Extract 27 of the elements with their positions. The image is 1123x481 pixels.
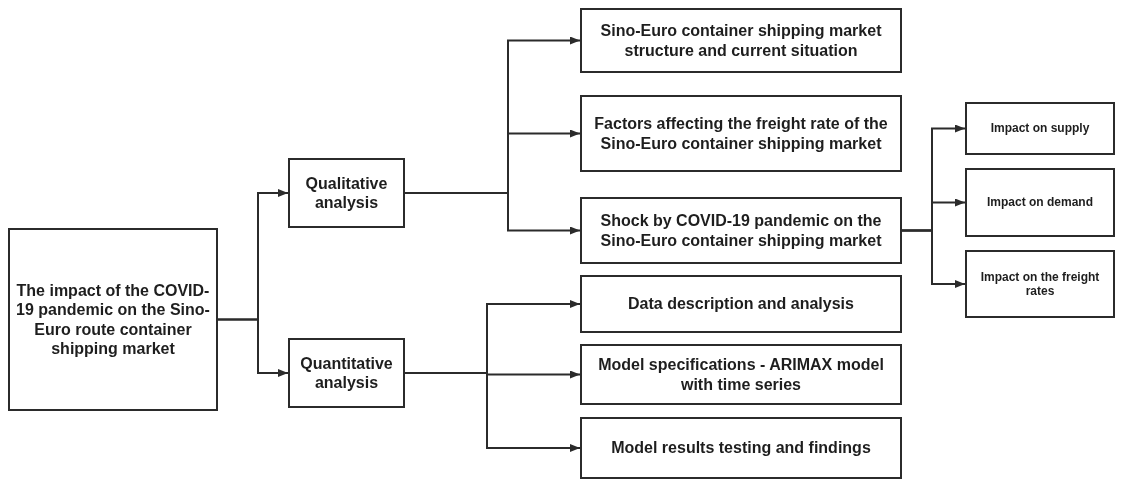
box-label: Qualitative analysis — [304, 173, 389, 213]
process-box — [580, 197, 902, 264]
process-box — [8, 228, 218, 411]
process-box — [288, 338, 405, 408]
box-label: Model specifications - ARIMAX model with time series — [597, 355, 885, 394]
process-box — [288, 158, 405, 228]
process-box — [965, 102, 1115, 155]
box-label: Impact on the freight rates — [979, 269, 1101, 299]
process-box — [580, 344, 902, 405]
process-box — [580, 417, 902, 479]
connector-arrow — [404, 192, 581, 235]
process-box — [580, 275, 902, 333]
process-box — [580, 8, 902, 73]
box-label: The impact of the COVID-19 pandemic on the Sino-Euro route container shipping market — [16, 281, 210, 358]
box-label: Data description and analysis — [628, 294, 854, 314]
box-label: Model results testing and findings — [611, 438, 871, 458]
box-label: Impact on demand — [987, 195, 1093, 210]
box-label: Quantitative analysis — [299, 353, 394, 393]
box-label: Shock by COVID-19 pandemic on the Sino-Euro container shipping market — [599, 211, 883, 250]
box-label: Factors affecting the freight rate of the Sino-Euro container shipping market — [593, 114, 889, 153]
process-box — [965, 250, 1115, 318]
box-label: Impact on supply — [990, 121, 1090, 136]
process-box — [965, 168, 1115, 237]
connector-arrow — [901, 229, 966, 288]
connector-arrow — [217, 318, 289, 377]
process-box — [580, 95, 902, 172]
box-label: Sino-Euro container shipping market structure and current situation — [599, 21, 883, 60]
